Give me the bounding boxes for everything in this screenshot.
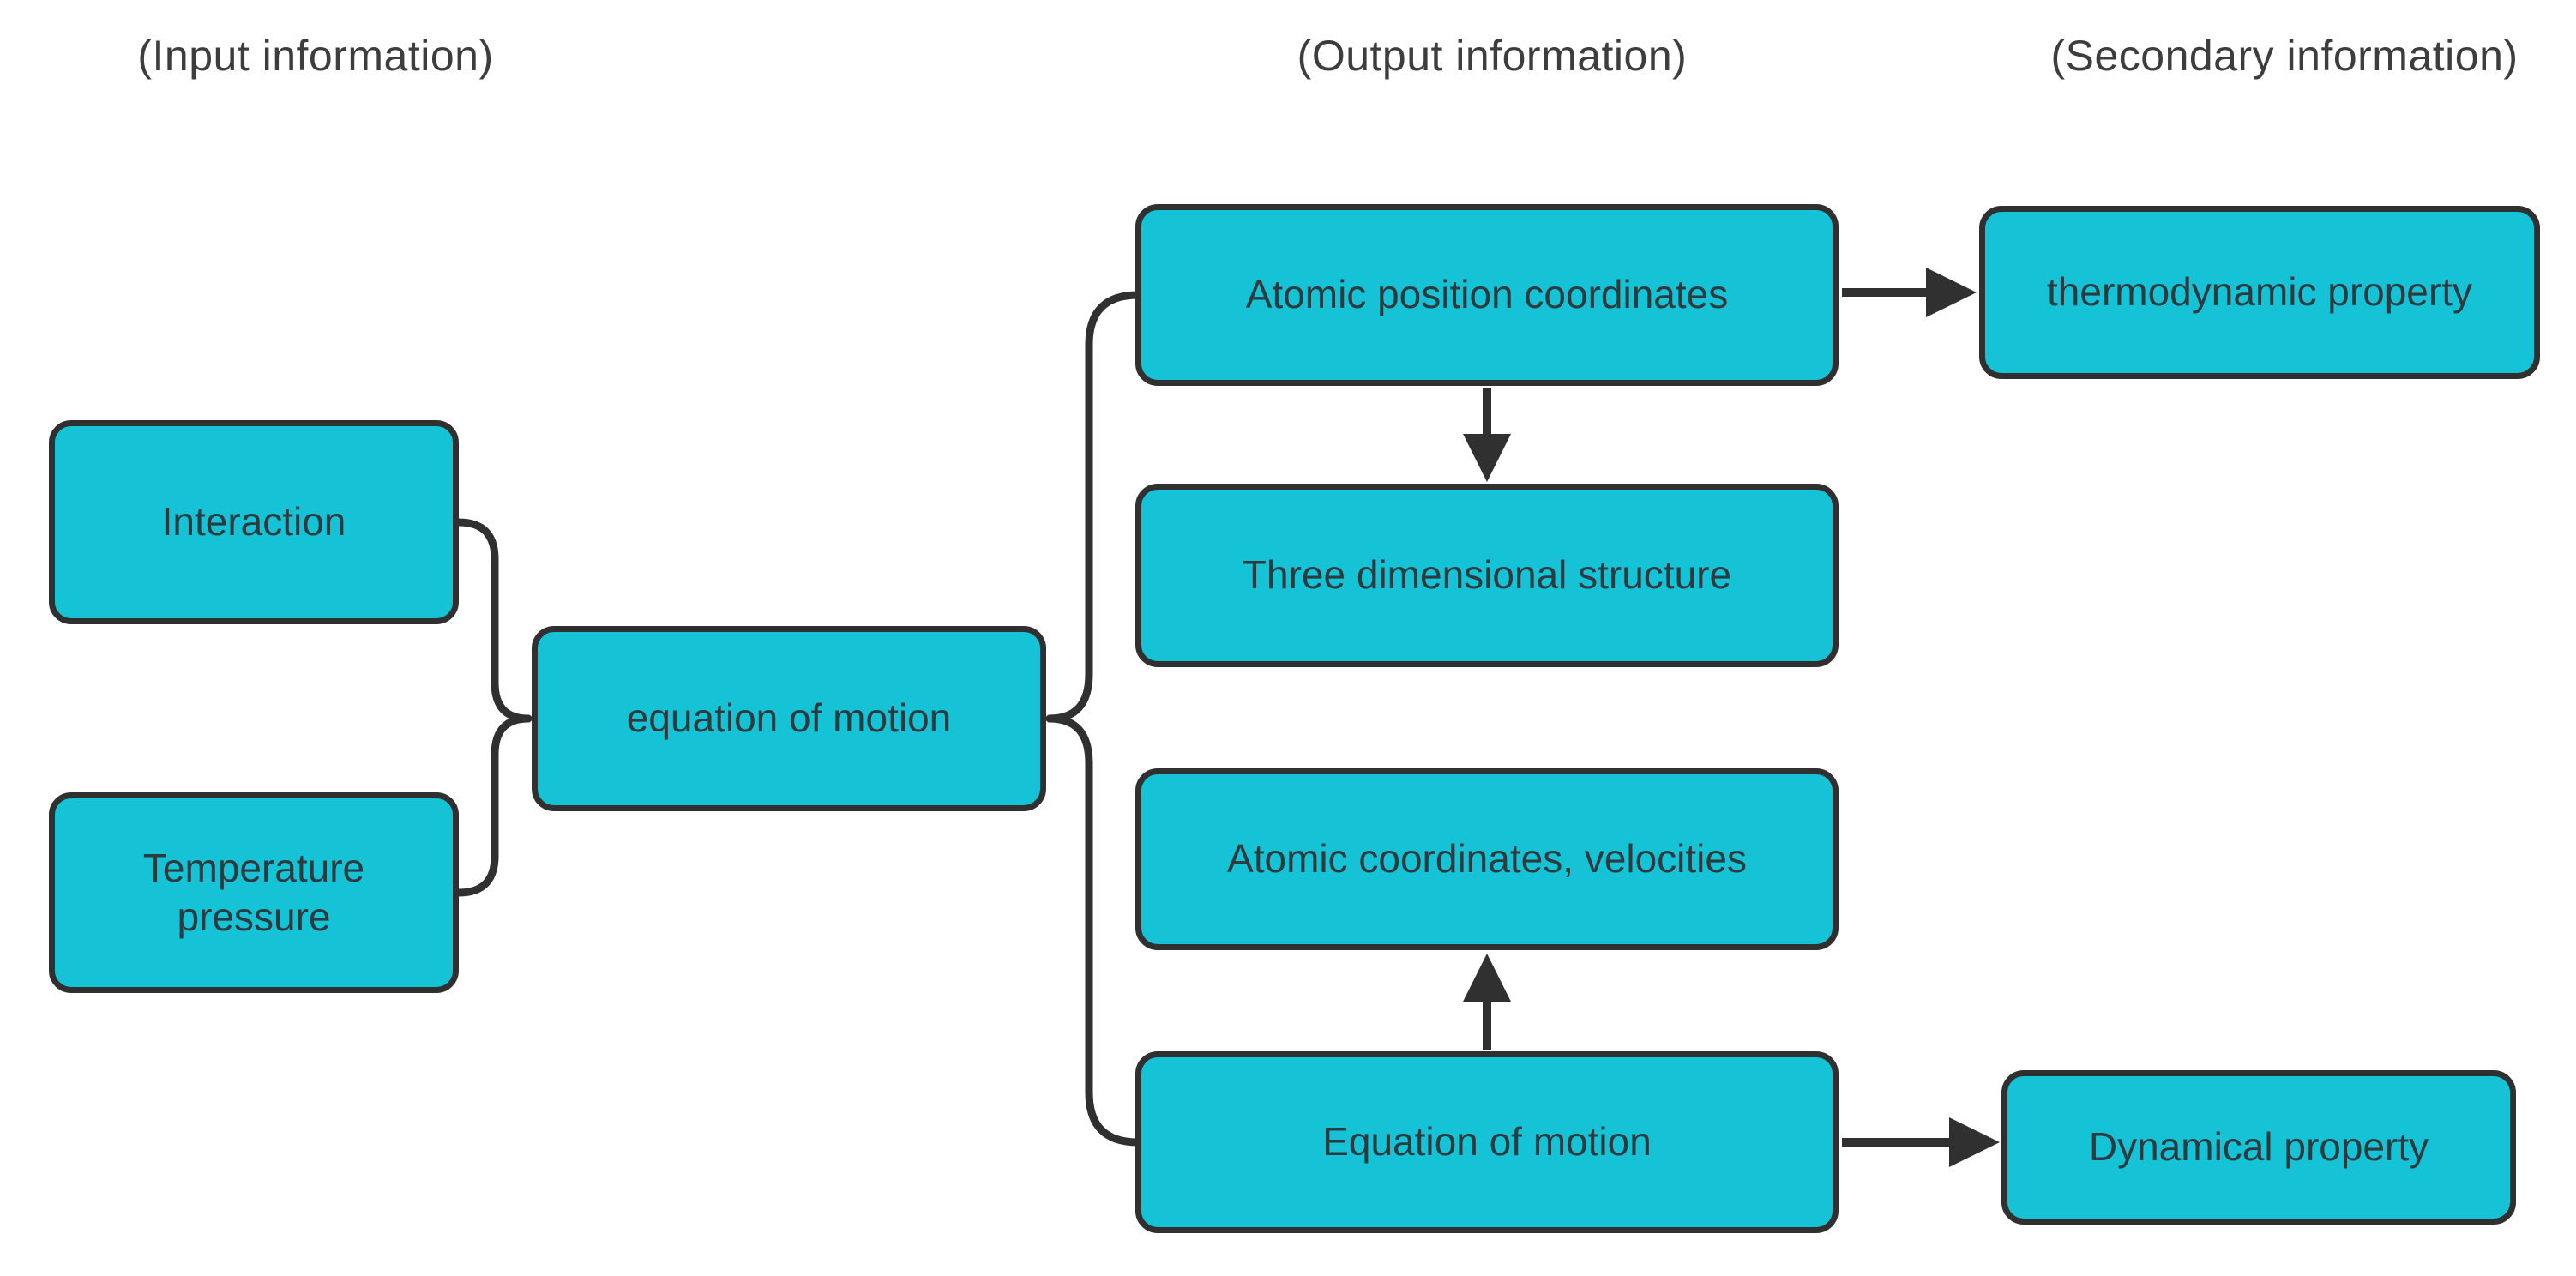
node-three-dimensional-structure-label: Three dimensional structure — [1242, 552, 1732, 598]
node-temperature-pressure: Temperature pressure — [49, 792, 459, 993]
node-atomic-coordinates-velocities-label: Atomic coordinates, velocities — [1227, 836, 1747, 882]
header-secondary-information: (Secondary information) — [2050, 32, 2519, 80]
node-atomic-coordinates-velocities: Atomic coordinates, velocities — [1135, 768, 1839, 950]
node-three-dimensional-structure: Three dimensional structure — [1135, 484, 1839, 667]
node-equation-of-motion-input-label: equation of motion — [626, 695, 952, 741]
node-equation-of-motion-output: Equation of motion — [1135, 1051, 1839, 1233]
header-output-information: (Output information) — [1297, 32, 1688, 80]
left-brace — [454, 518, 533, 897]
right-brace — [1045, 291, 1142, 1147]
node-atomic-position-coordinates-label: Atomic position coordinates — [1245, 272, 1729, 317]
arrow-down-to-three-dimensional-structure — [1463, 388, 1511, 482]
node-thermodynamic-property-label: thermodynamic property — [2047, 269, 2472, 315]
node-interaction-label: Interaction — [161, 499, 346, 545]
arrow-to-dynamical-property — [1842, 1117, 2000, 1167]
node-equation-of-motion-input: equation of motion — [532, 626, 1046, 811]
node-interaction: Interaction — [49, 420, 459, 624]
arrow-up-to-atomic-coordinates-velocities — [1463, 954, 1511, 1050]
node-dynamical-property: Dynamical property — [2001, 1070, 2516, 1225]
header-input-information: (Input information) — [137, 32, 494, 80]
node-equation-of-motion-output-label: Equation of motion — [1322, 1119, 1652, 1165]
node-atomic-position-coordinates: Atomic position coordinates — [1135, 204, 1839, 386]
node-thermodynamic-property: thermodynamic property — [1979, 206, 2540, 379]
arrow-to-thermodynamic-property — [1842, 268, 1977, 317]
node-dynamical-property-label: Dynamical property — [2088, 1124, 2429, 1170]
node-temperature-pressure-label: Temperature pressure — [142, 845, 365, 940]
